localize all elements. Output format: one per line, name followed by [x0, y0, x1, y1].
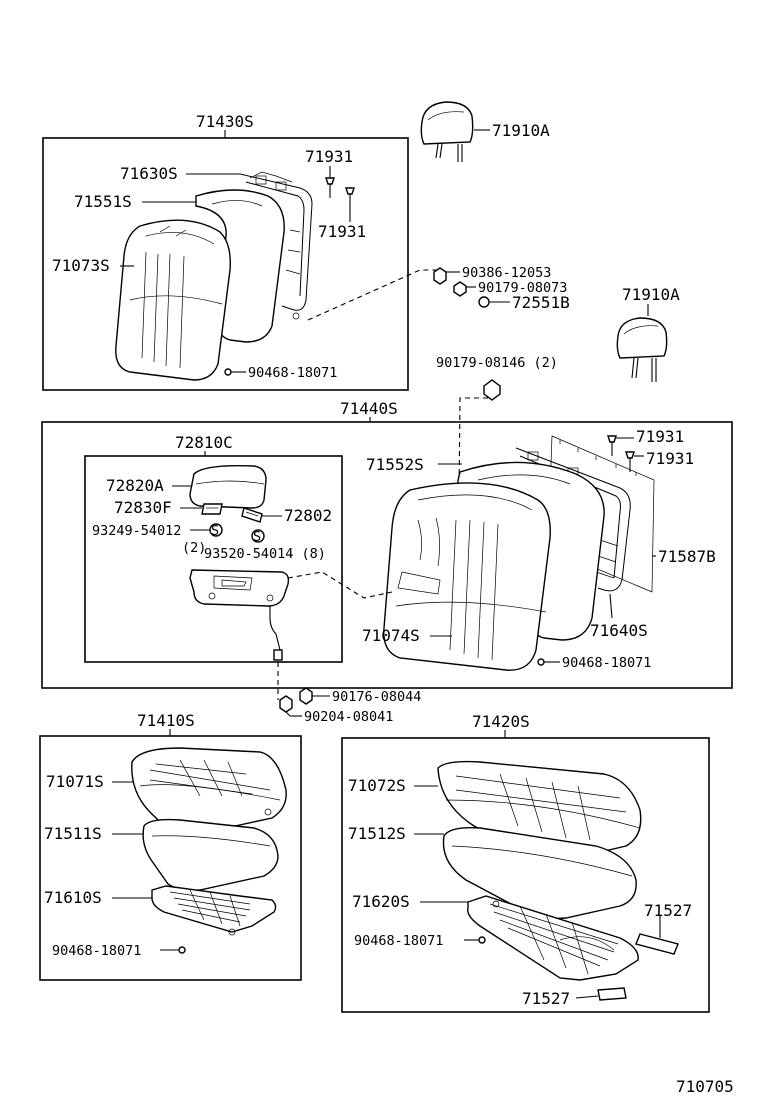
dashed-link-front-back — [307, 269, 438, 321]
label-71640s: 71640S — [590, 621, 648, 640]
diagram-code: 710705 — [676, 1077, 734, 1096]
label-71527-b: 71527 — [522, 989, 570, 1008]
pad-71527-b — [597, 987, 627, 1001]
front-seatback-pad-drawing — [195, 189, 285, 343]
label-71527-a: 71527 — [644, 901, 692, 920]
washer-72551b — [478, 296, 490, 308]
armrest-lid-drawing — [189, 464, 267, 509]
label-90176: 90176-08044 — [332, 689, 421, 705]
nut-90179-08146 — [483, 379, 501, 401]
label-71552s: 71552S — [366, 455, 424, 474]
headrest-front-drawing — [420, 101, 474, 162]
label-90468-front-back: 90468-18071 — [248, 365, 337, 381]
leader — [285, 711, 302, 717]
front-cushion-pad-drawing — [142, 818, 279, 892]
clip-71931-c — [607, 435, 617, 456]
clip-90468-front-back — [224, 368, 232, 376]
front-seatback-cover-drawing — [115, 219, 231, 381]
rear-seatback-frame-drawing — [515, 447, 631, 592]
group-title-rear-cushion: 71420S — [472, 712, 530, 731]
label-71072s: 71072S — [348, 776, 406, 795]
label-71512s: 71512S — [348, 824, 406, 843]
rear-seatback-group-box — [41, 421, 733, 689]
nut-90204 — [279, 695, 293, 713]
group-title-front-back: 71430S — [196, 112, 254, 131]
front-cushion-cover-drawing — [131, 747, 287, 836]
rear-cushion-frame-drawing — [467, 895, 639, 981]
clip-71931-a — [325, 166, 335, 198]
label-93249-qty: (2) — [182, 540, 206, 556]
clip-90468-rear-cushion — [478, 936, 486, 944]
clip-71931-d — [625, 451, 635, 472]
rear-cushion-group-box — [341, 737, 710, 1013]
group-title-armrest: 72810C — [175, 433, 233, 452]
armrest-group-box — [84, 455, 343, 663]
label-71551s: 71551S — [74, 192, 132, 211]
clip-71931-b — [345, 187, 355, 222]
label-90468-rear-cushion: 90468-18071 — [354, 933, 443, 949]
label-90179-08073: 90179-08073 — [478, 280, 567, 296]
front-cushion-frame-drawing — [151, 885, 277, 936]
screw-93249: S — [209, 523, 223, 539]
group-title-front-cushion: 71410S — [137, 711, 195, 730]
label-71074s: 71074S — [362, 626, 420, 645]
front-seatback-frame-drawing — [239, 171, 313, 320]
svg-text:S: S — [253, 529, 261, 545]
latch-72802 — [241, 507, 263, 523]
svg-text:S: S — [211, 523, 219, 539]
rear-cushion-pad-drawing — [442, 826, 637, 920]
label-71071s: 71071S — [46, 772, 104, 791]
dashed-link-armrest — [287, 571, 393, 599]
label-71931-c: 71931 — [636, 427, 684, 446]
bolt-90176 — [299, 687, 313, 705]
label-71587b: 71587B — [658, 547, 716, 566]
label-71931-d: 71931 — [646, 449, 694, 468]
label-90468-rear-back: 90468-18071 — [562, 655, 651, 671]
label-71910a-rear: 71910A — [622, 285, 680, 304]
label-90386: 90386-12053 — [462, 265, 551, 281]
armrest-base-drawing — [189, 569, 290, 661]
group-title-rear-back: 71440S — [340, 399, 398, 418]
label-93520: 93520-54014 (8) — [204, 546, 326, 562]
leader — [575, 995, 599, 999]
label-71931-a: 71931 — [305, 147, 353, 166]
screw-93520: S — [251, 529, 265, 545]
leader — [609, 593, 613, 619]
label-71073s: 71073S — [52, 256, 110, 275]
hinge-72830f — [201, 503, 223, 515]
label-71610s: 71610S — [44, 888, 102, 907]
label-93249: 93249-54012 — [92, 523, 181, 539]
label-72820a: 72820A — [106, 476, 164, 495]
nut-90386 — [433, 267, 447, 285]
clip-90468-front-cushion — [178, 946, 186, 954]
headrest-rear-drawing — [616, 317, 668, 382]
nut-90179-08073 — [453, 281, 467, 297]
label-90179-08146: 90179-08146 (2) — [436, 355, 558, 371]
label-71931-b: 71931 — [318, 222, 366, 241]
rear-cushion-cover-drawing — [437, 760, 642, 863]
label-71630s: 71630S — [120, 164, 178, 183]
pad-71527-a — [635, 933, 679, 955]
label-72830f: 72830F — [114, 498, 172, 517]
label-71511s: 71511S — [44, 824, 102, 843]
clip-90468-rear-back — [537, 658, 545, 666]
label-90468-front-cushion: 90468-18071 — [52, 943, 141, 959]
label-90204: 90204-08041 — [304, 709, 393, 725]
rear-seatback-cover-drawing — [383, 482, 551, 671]
label-72551b: 72551B — [512, 293, 570, 312]
label-71910a-front: 71910A — [492, 121, 550, 140]
label-72802: 72802 — [284, 506, 332, 525]
label-71620s: 71620S — [352, 892, 410, 911]
